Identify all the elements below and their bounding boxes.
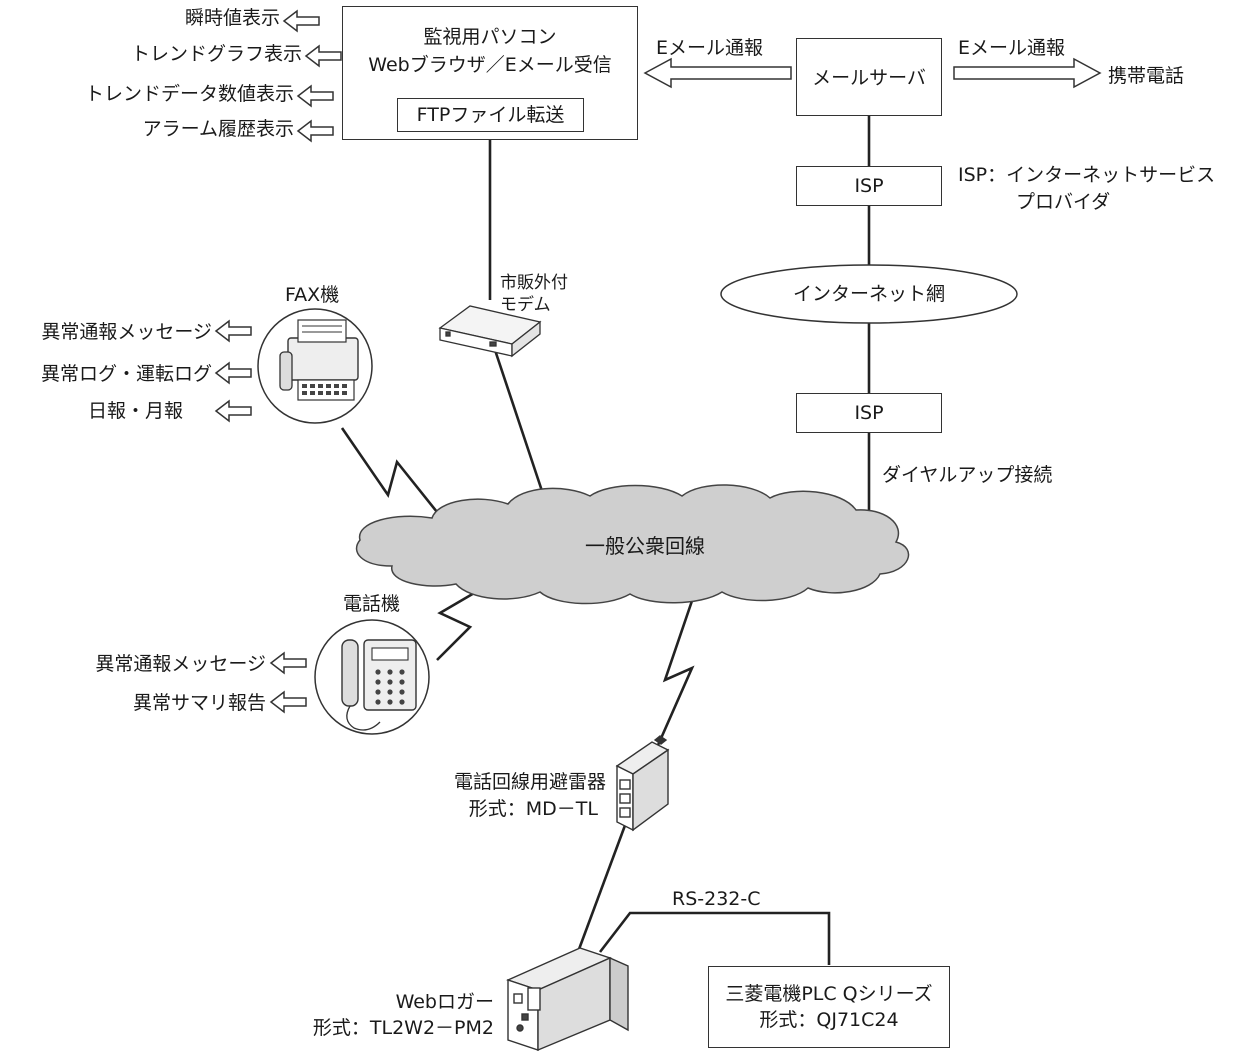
mobile-phone-label: 携帯電話 bbox=[1108, 65, 1185, 87]
arrow-fax-report-icon bbox=[214, 399, 252, 423]
plc-box bbox=[708, 966, 950, 1048]
arrester-label-line1: 電話回線用避雷器 bbox=[453, 771, 606, 793]
rs232c-cable bbox=[598, 911, 831, 965]
isp-bottom-label: ISP bbox=[854, 402, 884, 424]
output-instant: 瞬時値表示 bbox=[184, 7, 280, 29]
arrow-alarm-history-icon bbox=[296, 119, 334, 143]
web-logger-label-line1: Webロガー bbox=[395, 991, 494, 1013]
monitor-pc-subtitle: Webブラウザ／Eメール受信 bbox=[368, 54, 612, 76]
ftp-label: FTPファイル転送 bbox=[416, 104, 565, 126]
public-line-label: 一般公衆回線 bbox=[585, 534, 705, 558]
mail-server-box bbox=[796, 38, 942, 116]
fax-lightning-line bbox=[340, 427, 447, 523]
output-trend-data: トレンドデータ数値表示 bbox=[84, 83, 294, 105]
arrow-phone-msg-icon bbox=[269, 651, 307, 675]
modem-to-cloud-line bbox=[493, 349, 547, 501]
arrow-email-to-pc-icon bbox=[643, 57, 792, 89]
isp-bottom-box bbox=[796, 393, 942, 433]
connection-lines bbox=[340, 116, 871, 965]
email-label-right: Eメール通報 bbox=[958, 37, 1066, 59]
output-trend-graph: トレンドグラフ表示 bbox=[130, 43, 302, 65]
arrow-phone-summary-icon bbox=[269, 690, 307, 714]
web-logger-label-line2: 形式：TL2W2－PM2 bbox=[312, 1017, 494, 1039]
arrester-icon bbox=[615, 735, 670, 832]
modem-icon bbox=[438, 305, 542, 358]
internet-label: インターネット網 bbox=[792, 283, 945, 305]
telephone-icon bbox=[314, 619, 430, 735]
internet-ellipse bbox=[720, 264, 1018, 324]
isp-note-line1: ISP：インターネットサービス bbox=[958, 164, 1216, 186]
arrester-label-line2: 形式：MD－TL bbox=[468, 798, 598, 820]
plc-label-line1: 三菱電機PLC Qシリーズ bbox=[725, 983, 933, 1005]
plc-label-line2: 形式：QJ71C24 bbox=[759, 1009, 899, 1031]
output-alarm-history: アラーム履歴表示 bbox=[142, 118, 294, 140]
arrow-trend-graph-icon bbox=[304, 44, 342, 68]
fax-output-log: 異常ログ・運転ログ bbox=[40, 363, 212, 385]
isp-top-box bbox=[796, 166, 942, 206]
email-label-left: Eメール通報 bbox=[656, 37, 764, 59]
isp-top-label: ISP bbox=[854, 175, 884, 197]
hollow-arrows bbox=[214, 9, 1102, 714]
rs232c-label: RS-232-C bbox=[672, 888, 761, 910]
arrow-trend-data-icon bbox=[296, 84, 334, 108]
isp-note-line2: プロバイダ bbox=[1016, 191, 1111, 213]
arrow-fax-msg-icon bbox=[214, 319, 252, 343]
fax-output-report: 日報・月報 bbox=[88, 400, 184, 422]
fax-machine-icon bbox=[257, 308, 373, 424]
arrow-instant-icon bbox=[282, 9, 320, 33]
arrester-to-logger-line bbox=[573, 819, 629, 961]
telephone-title: 電話機 bbox=[343, 593, 401, 615]
phone-output-summary: 異常サマリ報告 bbox=[132, 692, 266, 714]
arrow-email-to-mobile-icon bbox=[953, 57, 1102, 89]
phone-output-msg: 異常通報メッセージ bbox=[95, 653, 266, 675]
mail-server-label: メールサーバ bbox=[812, 67, 926, 89]
public-line-cloud bbox=[355, 484, 910, 605]
fax-title: FAX機 bbox=[285, 284, 340, 306]
ftp-box bbox=[397, 98, 584, 132]
fax-output-msg: 異常通報メッセージ bbox=[41, 321, 212, 343]
web-logger-icon bbox=[506, 947, 629, 1052]
modem-label-line2: モデム bbox=[500, 295, 551, 315]
dialup-label: ダイヤルアップ接続 bbox=[882, 464, 1053, 486]
monitor-pc-title: 監視用パソコン bbox=[423, 26, 557, 48]
modem-label-line1: 市販外付 bbox=[500, 273, 568, 293]
arrow-fax-log-icon bbox=[214, 361, 252, 385]
cloud-to-arrester-lightning bbox=[653, 591, 697, 753]
